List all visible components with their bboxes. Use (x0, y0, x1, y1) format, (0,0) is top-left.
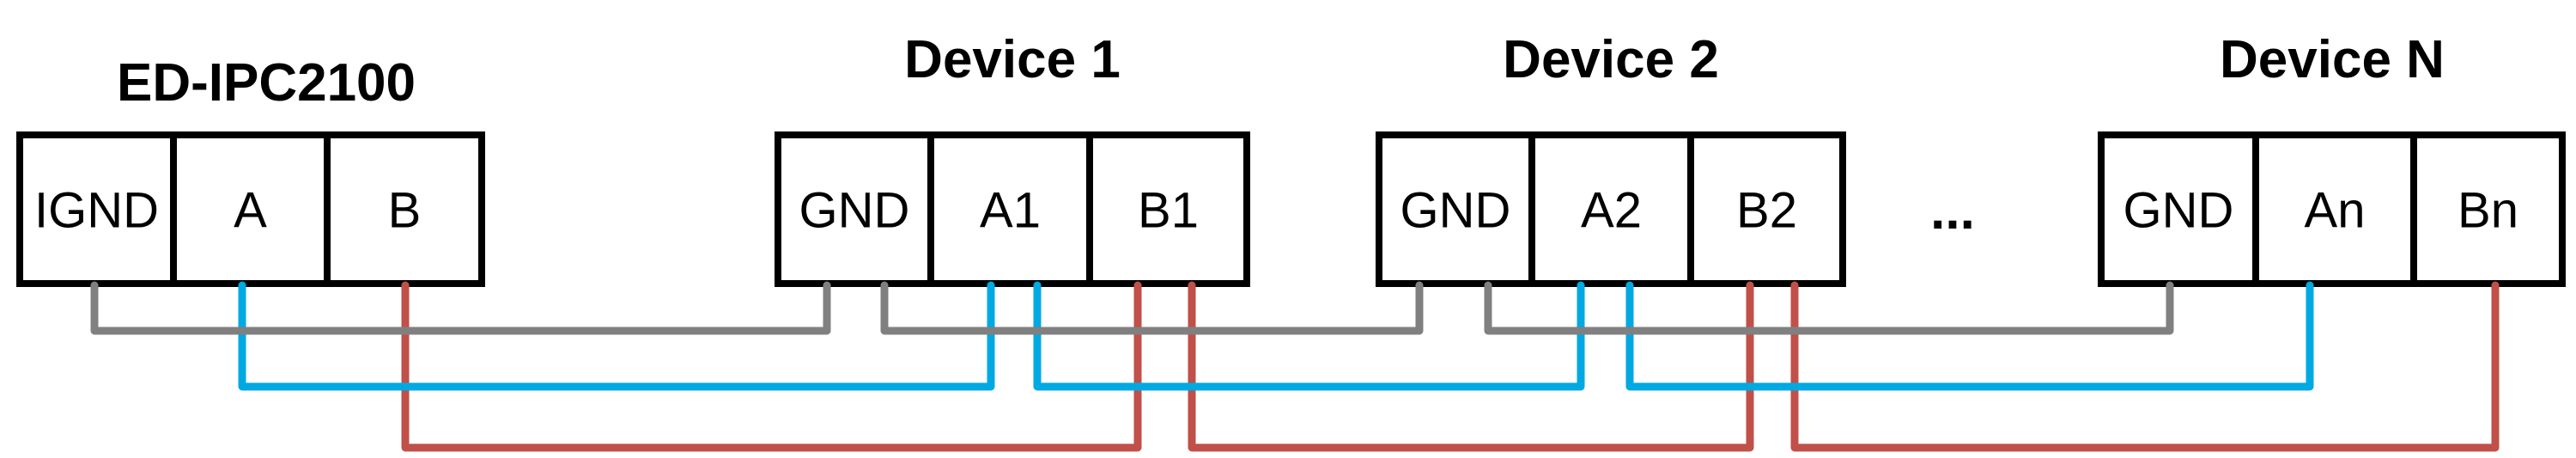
gnd-wire-segment-1 (90, 281, 831, 335)
device-2: Device 2 GND A2 B2 (1376, 30, 1846, 287)
terminal-label: B1 (1138, 183, 1199, 239)
wires (90, 281, 2500, 452)
device-3: Device N GND An Bn (2098, 30, 2566, 287)
terminal-label: A (234, 183, 267, 239)
terminal-label: B (388, 183, 422, 239)
device-title: Device 2 (1503, 30, 1719, 89)
device-title: Device 1 (904, 30, 1121, 89)
terminal-label: Bn (2458, 183, 2518, 239)
gnd-wire-segment-2 (880, 281, 1424, 335)
terminal-cell (170, 131, 331, 287)
device-1: Device 1 GND A1 B1 (775, 30, 1250, 287)
terminal-cell (927, 131, 1093, 287)
terminal-label: B2 (1736, 183, 1797, 239)
a-wire-segment-1 (238, 281, 995, 391)
b-wire-segment-1 (401, 281, 1142, 452)
terminal-label: A1 (980, 183, 1041, 239)
b-wire-segment-3 (1790, 281, 2500, 452)
gnd-wire-segment-3 (1484, 281, 2174, 335)
continuation-ellipsis: ... (1930, 181, 1975, 241)
a-wire-segment-2 (1033, 281, 1585, 391)
terminal-label: GND (1400, 183, 1511, 239)
terminal-cell (775, 131, 934, 287)
terminal-cell (1528, 131, 1694, 287)
terminal-label: A2 (1581, 183, 1642, 239)
b-wire-segment-2 (1188, 281, 1754, 452)
terminal-label: IGND (34, 183, 159, 239)
terminal-cell (2410, 131, 2566, 287)
terminal-label: An (2305, 183, 2366, 239)
terminal-cell (1376, 131, 1535, 287)
terminal-cell (2098, 131, 2259, 287)
device-title: ED-IPC2100 (117, 53, 416, 113)
terminal-cell (1086, 131, 1250, 287)
device-title: Device N (2220, 30, 2445, 89)
terminal-label: GND (2123, 183, 2234, 239)
terminal-cell (1687, 131, 1846, 287)
terminal-label: GND (799, 183, 910, 239)
a-wire-segment-3 (1625, 281, 2314, 391)
